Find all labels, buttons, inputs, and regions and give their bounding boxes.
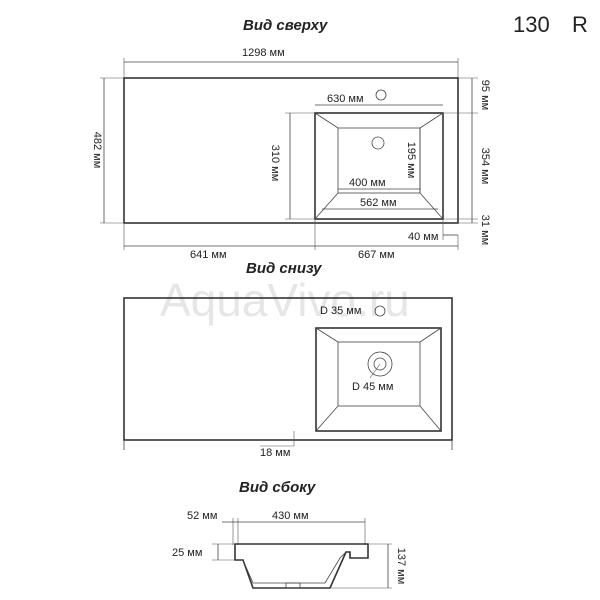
side-profile: [234, 543, 369, 589]
bottom-bowl-outline: [315, 327, 442, 432]
top-bowl-width: 630 мм: [327, 93, 364, 105]
bottom-drain-hole: D 45 мм: [352, 381, 393, 393]
top-bottom-width: 562 мм: [360, 197, 397, 209]
top-right-bottom: 31 мм: [479, 215, 491, 245]
model-side: R: [572, 12, 588, 37]
side-thickness: 25 мм: [172, 547, 202, 559]
top-right-top: 95 мм: [479, 80, 491, 110]
top-depth: 482 мм: [91, 132, 103, 169]
top-total-width: 1298 мм: [242, 47, 285, 59]
top-left-part: 641 мм: [190, 249, 227, 261]
top-bowl-outline: [314, 112, 444, 220]
bottom-countertop-outline: [123, 297, 453, 441]
top-drain-circle: [371, 136, 385, 150]
bottom-tap-hole: [374, 305, 386, 317]
bottom-edge: 18 мм: [260, 447, 290, 459]
top-countertop-outline: [123, 77, 459, 224]
bottom-tap-label: D 35 мм: [320, 305, 361, 317]
watermark: AquaVivo.ru: [160, 274, 410, 326]
side-view-title: Вид сбоку: [239, 479, 316, 496]
top-inner-height: 195 мм: [405, 142, 417, 179]
side-bowl-width: 430 мм: [272, 510, 309, 522]
bottom-view-title: Вид снизу: [246, 260, 322, 277]
bottom-drain-inner: [373, 357, 387, 371]
side-profile-inner: [242, 551, 347, 584]
model-number: 130: [513, 12, 550, 37]
top-inner-width: 400 мм: [349, 177, 386, 189]
side-rim: 52 мм: [187, 510, 217, 522]
top-view-title: Вид сверху: [243, 17, 328, 34]
top-side-gap: 40 мм: [408, 231, 438, 243]
top-right-middle: 354 мм: [479, 148, 491, 185]
top-tap-hole: [375, 89, 387, 101]
bottom-drain-outer: [367, 351, 393, 377]
bottom-bowl-inner: [337, 341, 421, 407]
side-height: 137 мм: [395, 548, 407, 585]
top-bowl-height: 310 мм: [269, 145, 281, 182]
top-right-part: 667 мм: [358, 249, 395, 261]
